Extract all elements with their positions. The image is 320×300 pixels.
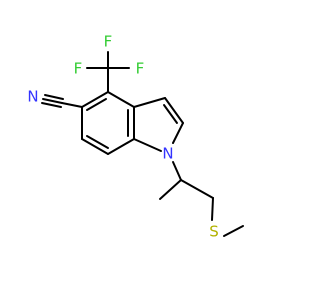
bond-triple-1 (42, 98, 63, 104)
bond-n1-c7a (133, 138, 162, 152)
bond-c3a-c4 (107, 91, 135, 108)
side-chain (159, 161, 244, 237)
bond-c4-c5-double (86, 98, 107, 111)
bond-triple-2 (44, 94, 64, 100)
atom-s: S (209, 223, 219, 241)
atom-f-top: F (104, 33, 113, 51)
bond-triple-3 (41, 102, 62, 108)
bond-c3-c2 (164, 97, 184, 124)
bond-c3-c2-double (163, 104, 178, 124)
bond-c5-cn (61, 102, 83, 108)
bond-ch2-s (211, 197, 214, 221)
bond-n1-ch (172, 161, 182, 181)
atom-n-indole: N (162, 145, 173, 163)
bond-c6-c7-double (86, 135, 109, 149)
nitrile-group (41, 94, 83, 108)
atom-n-nitrile: N (27, 88, 38, 106)
benzene-ring (81, 91, 135, 155)
bond-c3a-c3 (133, 97, 166, 108)
bond-c7-c7a (107, 138, 135, 155)
bond-c6-c7 (81, 138, 109, 155)
pyrrole-ring (133, 97, 184, 152)
molecule-diagram: F F F N N S (27, 33, 244, 241)
atom-f-right: F (136, 60, 145, 78)
bond-ch-ch2 (180, 179, 214, 199)
bond-c4-c5 (81, 91, 109, 108)
structure-canvas: F F F N N S (27, 33, 244, 241)
atom-f-left: F (74, 60, 83, 78)
bond-c2-n1 (172, 122, 184, 144)
cf3-bonds (86, 51, 130, 93)
bond-ch-ch3 (159, 179, 182, 200)
bond-s-ch3 (223, 225, 244, 237)
